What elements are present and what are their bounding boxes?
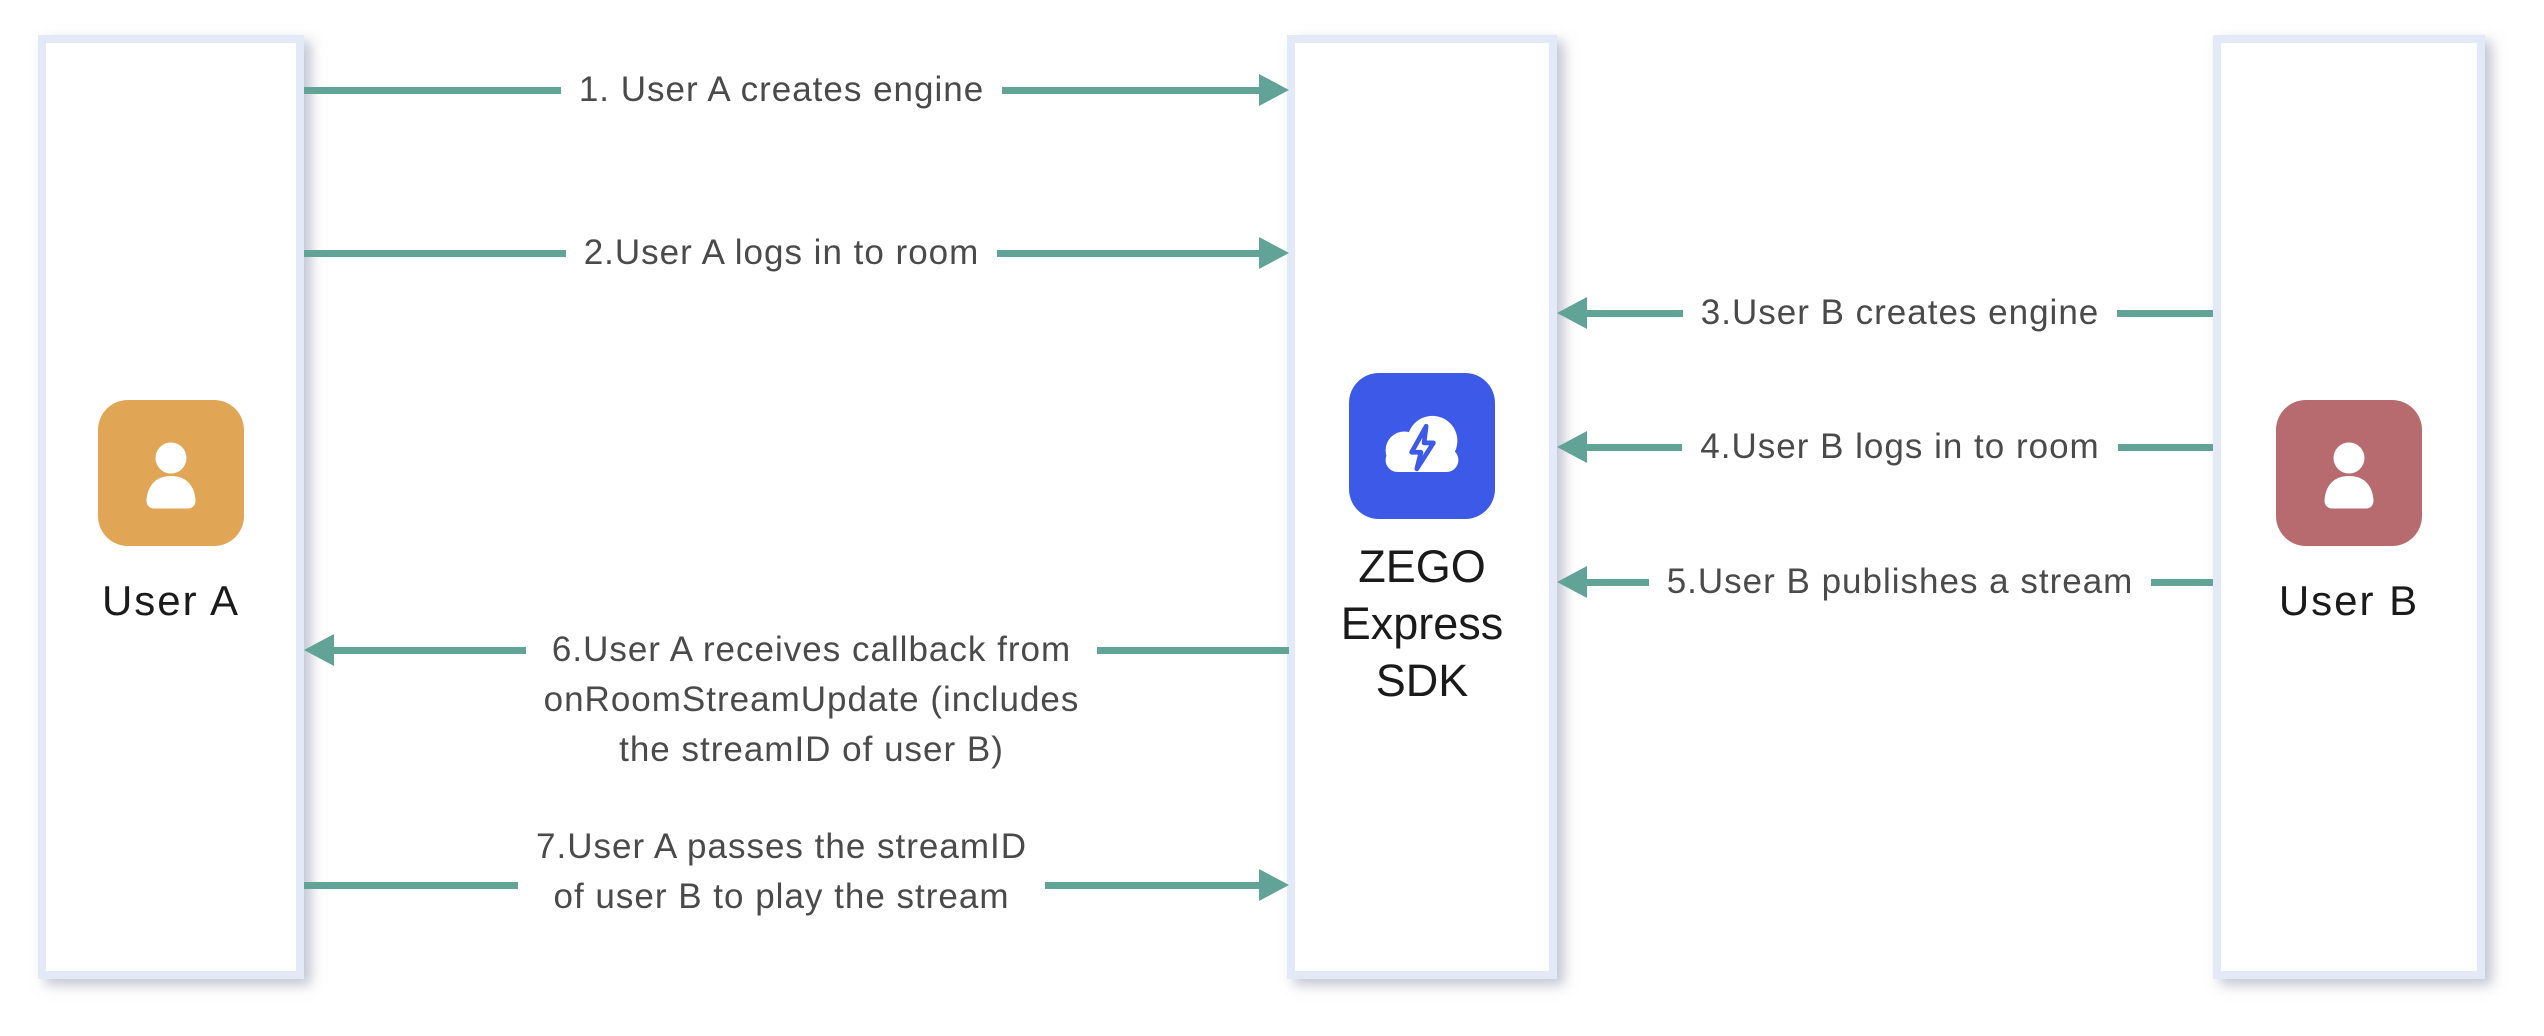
message-1-label: 1. User A creates engine	[578, 70, 985, 109]
message-7-label: 7.User A passes the streamID of user B t…	[536, 827, 1027, 916]
arrowhead-left-icon	[304, 634, 334, 666]
arrowhead-left-icon	[1557, 566, 1587, 598]
arrowhead-left-icon	[1557, 297, 1587, 329]
arrowhead-right-icon	[1259, 74, 1289, 106]
arrow-line	[2117, 309, 2214, 317]
arrow-line	[1097, 646, 1290, 654]
zego-sdk-label: ZEGO Express SDK	[1340, 541, 1504, 706]
message-3-label: 3.User B creates engine	[1700, 293, 2100, 332]
arrow-line	[1002, 86, 1259, 94]
arrow-line	[304, 881, 519, 889]
arrow-line	[334, 646, 526, 654]
user-b-label: User B	[2278, 577, 2420, 624]
arrow-line	[2117, 443, 2213, 451]
lifeline-user-b: User B	[2213, 35, 2485, 979]
zego-sdk-avatar	[1349, 373, 1495, 519]
lifeline-zego-sdk: ZEGO Express SDK	[1287, 35, 1557, 979]
message-4-label: 4.User B logs in to room	[1700, 427, 2100, 466]
user-a-label: User A	[101, 577, 241, 624]
arrow-line	[997, 249, 1260, 257]
arrow-line	[1587, 578, 1649, 586]
message-2-label: 2.User A logs in to room	[583, 233, 980, 272]
arrow-line	[1587, 443, 1683, 451]
user-a-avatar	[98, 400, 244, 546]
message-6-label: 6.User A receives callback from onRoomSt…	[543, 630, 1080, 769]
arrowhead-left-icon	[1557, 431, 1587, 463]
arrow-line	[1587, 309, 1683, 317]
arrow-line	[2151, 578, 2214, 586]
person-icon	[2324, 442, 2374, 509]
arrowhead-right-icon	[1259, 237, 1290, 269]
message-5-label: 5.User B publishes a stream	[1666, 562, 2134, 601]
arrow-line	[304, 86, 561, 94]
arrowhead-right-icon	[1259, 869, 1290, 901]
person-icon	[146, 442, 196, 509]
lifeline-user-a: User A	[38, 35, 304, 979]
user-b-avatar	[2276, 400, 2422, 546]
arrow-line	[1045, 881, 1260, 889]
arrow-line	[304, 249, 566, 257]
cloud-lightning-icon	[1385, 415, 1459, 472]
